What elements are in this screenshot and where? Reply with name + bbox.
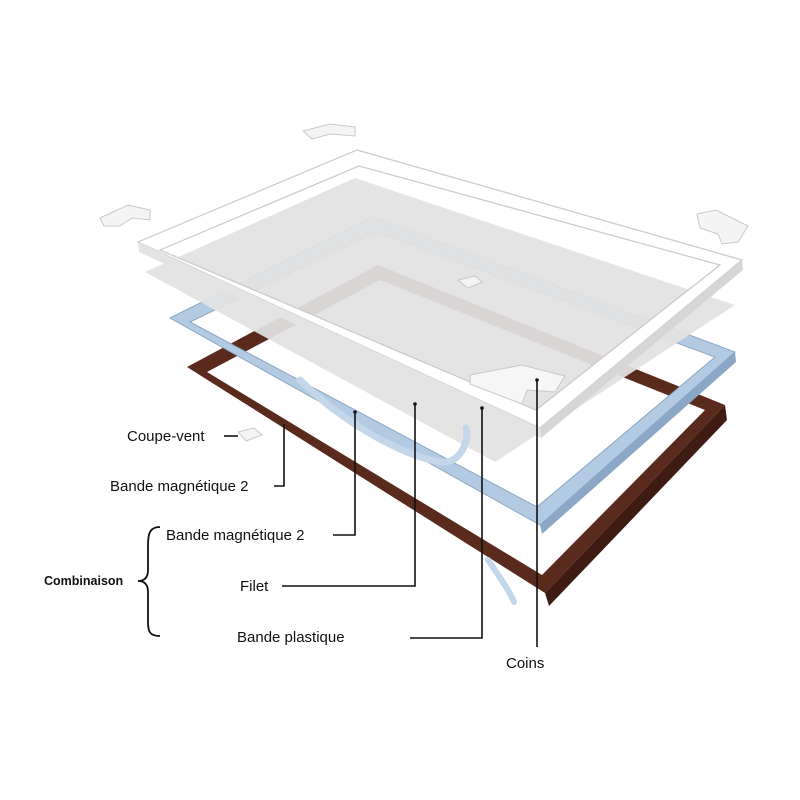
white-frame: [136, 149, 744, 438]
brown-magnetic-band: [187, 265, 727, 606]
plastic-strip: [296, 376, 517, 605]
combinaison-brace: [137, 526, 161, 637]
leader-bande-magnetique-1: [274, 424, 285, 487]
label-bande-magnetique-1: Bande magnétique 2: [110, 478, 248, 495]
label-bande-magnetique-2: Bande magnétique 2: [166, 527, 304, 544]
leader-lines: [224, 378, 539, 647]
corner-top: [301, 123, 356, 140]
label-combinaison: Combinaison: [44, 574, 123, 588]
leader-bande-plastique: [410, 408, 483, 639]
corner-left: [99, 204, 151, 227]
corner-small-on-mesh: [456, 275, 483, 289]
label-bande-plastique: Bande plastique: [237, 629, 345, 646]
leader-bande-magnetique-2: [333, 412, 356, 536]
coupe-vent-piece: [237, 427, 263, 442]
corner-front: [469, 364, 566, 405]
label-filet: Filet: [240, 578, 269, 595]
leader-filet: [282, 404, 416, 587]
label-coupe-vent: Coupe-vent: [127, 428, 205, 445]
label-coins: Coins: [506, 655, 544, 672]
corner-right: [696, 209, 749, 245]
